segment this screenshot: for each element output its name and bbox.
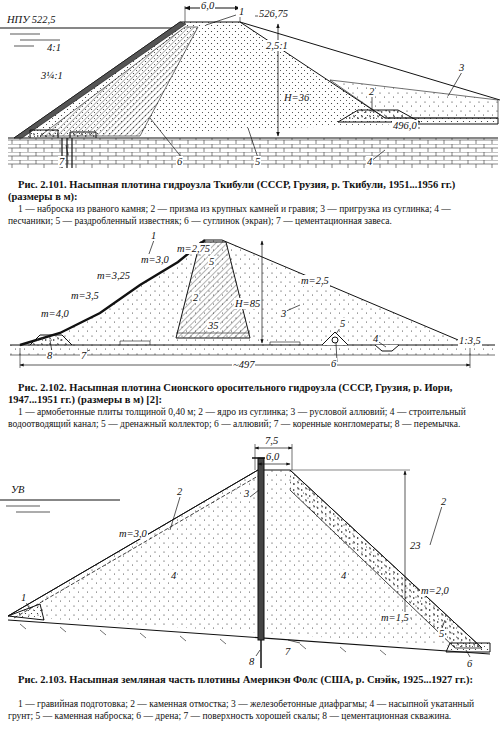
dimension-label: m=1,5 — [380, 612, 410, 623]
callout-number: 3 — [280, 308, 287, 319]
dimension-label: 23 — [409, 540, 422, 551]
dimension-label: H=36 — [283, 92, 310, 103]
callout-number: 1 — [20, 592, 27, 603]
fig-101 — [0, 6, 500, 168]
dimension-label: m=3,5 — [70, 290, 100, 301]
dimension-label: НПУ 522,5 — [6, 14, 56, 25]
callout-number: 5 — [208, 256, 215, 267]
caption-legend: 1 — армобетонные плиты толщиной 0,40 м; … — [8, 407, 496, 430]
dimension-label: 4:1 — [46, 42, 62, 53]
caption-legend: 1 — гравийная подготовка; 2 — каменная о… — [8, 699, 496, 722]
dimension-label: m=2,0 — [420, 585, 450, 596]
callout-number: 2 — [440, 496, 447, 507]
callout-number: 4 — [170, 570, 177, 581]
dimension-label: 496,0 — [392, 120, 418, 131]
callout-number: 7 — [284, 646, 291, 657]
callout-number: 6 — [176, 156, 183, 167]
callout-number: 6 — [330, 358, 337, 369]
dimension-label: 7,5 — [264, 435, 279, 446]
dimension-label: m=2,5 — [300, 275, 330, 286]
callout-number: 1 — [150, 230, 157, 241]
dimension-label: ~497 — [232, 359, 255, 370]
callout-number: 7 — [80, 350, 87, 361]
dimension-label: 1:3,5 — [458, 335, 482, 346]
callout-number: 4 — [340, 570, 347, 581]
figure-caption: Рис. 2.101. Насыпная плотина гидроузла Т… — [8, 179, 496, 203]
callout-number: 7 — [58, 156, 65, 167]
caption-legend: 1 — наброска из рваного камня; 2 — призм… — [8, 204, 496, 227]
dimension-label: m=4,0 — [40, 308, 70, 319]
dimension-label: m=3,0 — [140, 254, 170, 265]
dimension-label: m=3,25 — [96, 270, 131, 281]
fig-102 — [10, 240, 495, 368]
figure-caption: Рис. 2.103. Насыпная земляная часть плот… — [8, 674, 496, 686]
dimension-label: m=2,75 — [176, 243, 211, 254]
dimension-label: 2,5:1 — [265, 40, 289, 51]
callout-number: 5 — [339, 318, 346, 329]
callout-number: 4 — [366, 156, 373, 167]
figure-caption: Рис. 2.102. Насыпная плотина Сионского о… — [8, 382, 496, 406]
dimension-label: m=3,0 — [118, 528, 148, 539]
dimension-label: 6,0 — [200, 0, 215, 11]
callout-number: 6 — [466, 658, 473, 669]
callout-number: 5 — [254, 156, 261, 167]
callout-number: 2 — [176, 486, 183, 497]
callout-number: 2 — [368, 86, 375, 97]
callout-number: 5 — [438, 628, 445, 639]
fig-103 — [0, 444, 490, 668]
dimension-label: 526,75 — [258, 8, 289, 19]
callout-number: 8 — [46, 350, 53, 361]
dimension-label: 3¼:1 — [40, 70, 64, 81]
dimension-label: H=85 — [234, 298, 261, 309]
callout-number: 1 — [238, 6, 245, 17]
callout-number: 8 — [248, 656, 255, 667]
callout-number: 2 — [192, 292, 199, 303]
callout-number: 3 — [243, 488, 250, 499]
dimension-label: УВ — [10, 484, 25, 495]
callout-number: 4 — [372, 333, 379, 344]
dimension-label: 35 — [207, 320, 220, 331]
dimension-label: 6,0 — [265, 451, 280, 462]
callout-number: 3 — [458, 62, 465, 73]
